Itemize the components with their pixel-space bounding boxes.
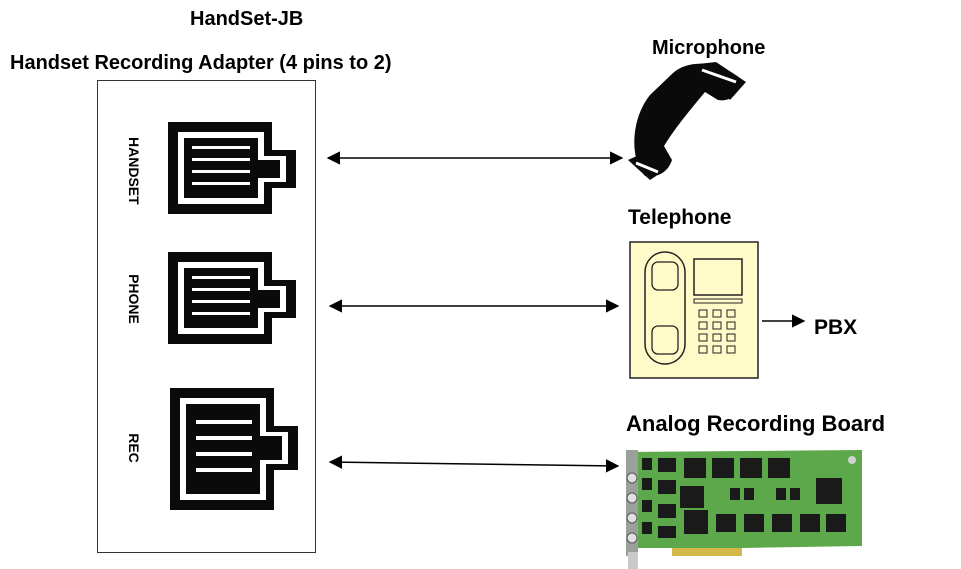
microphone-label: Microphone bbox=[652, 37, 766, 59]
diagram-title: HandSet-JB bbox=[190, 8, 304, 30]
handset-receiver-icon bbox=[628, 62, 746, 180]
diagram-subtitle: Handset Recording Adapter (4 pins to 2) bbox=[10, 52, 392, 74]
pbx-label: PBX bbox=[814, 316, 858, 339]
telephone-label: Telephone bbox=[628, 206, 732, 229]
handset-port-icon bbox=[168, 122, 296, 214]
rec-port-icon bbox=[170, 388, 298, 510]
telephone-icon bbox=[629, 241, 759, 379]
recording-board-icon bbox=[626, 450, 862, 569]
phone-port-icon bbox=[168, 252, 296, 344]
recording-board-label: Analog Recording Board bbox=[626, 411, 886, 436]
arrow-rec-board bbox=[328, 455, 620, 473]
